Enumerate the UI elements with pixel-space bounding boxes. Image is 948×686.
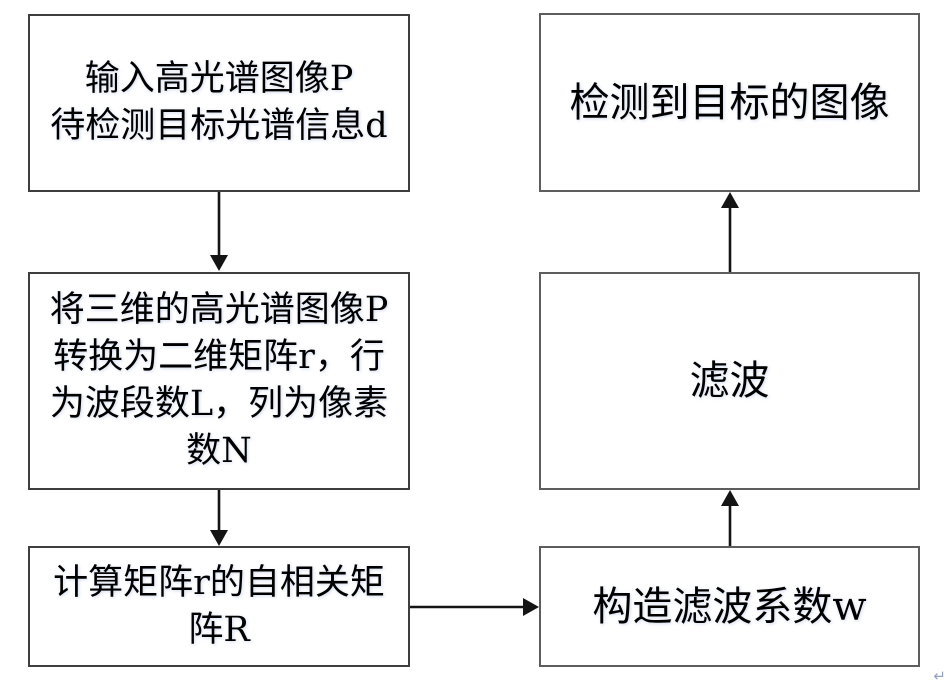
node-text-line: 转换为二维矩阵r，行 bbox=[53, 337, 385, 377]
paragraph-mark: ↵ bbox=[933, 667, 946, 685]
node-text-line: 为波段数L，列为像素 bbox=[49, 384, 389, 424]
arrow-coefficient-to-filtering bbox=[721, 490, 739, 546]
node-text-line: 计算矩阵r的自相关矩 bbox=[53, 562, 385, 603]
node-text-line: 数N bbox=[186, 431, 252, 471]
node-filtering: 滤波 bbox=[539, 272, 920, 490]
node-text-line: 构造滤波系数w bbox=[592, 583, 867, 630]
node-text-line: 输入高光谱图像P bbox=[84, 59, 354, 99]
node-construct-filter-coefficient: 构造滤波系数w bbox=[539, 546, 920, 667]
arrow-autocorrelation-to-coefficient bbox=[410, 598, 539, 616]
node-reshape-to-2d-matrix: 将三维的高光谱图像P 转换为二维矩阵r，行 为波段数L，列为像素 数N bbox=[28, 272, 410, 490]
node-text-line: 滤波 bbox=[689, 358, 770, 404]
node-autocorrelation-matrix: 计算矩阵r的自相关矩 阵R bbox=[28, 546, 410, 667]
node-text-line: 阵R bbox=[188, 609, 250, 650]
arrow-filtering-to-result bbox=[721, 192, 739, 272]
arrow-input-to-reshape bbox=[210, 192, 228, 271]
node-text-line: 检测到目标的图像 bbox=[569, 79, 890, 126]
node-text-line: 待检测目标光谱信息d bbox=[50, 106, 388, 146]
arrow-reshape-to-autocorrelation bbox=[210, 490, 228, 546]
node-input-hyperspectral-image: 输入高光谱图像P 待检测目标光谱信息d bbox=[28, 14, 410, 192]
node-text-line: 将三维的高光谱图像P bbox=[49, 290, 389, 330]
node-detected-target-image: 检测到目标的图像 bbox=[539, 13, 920, 192]
